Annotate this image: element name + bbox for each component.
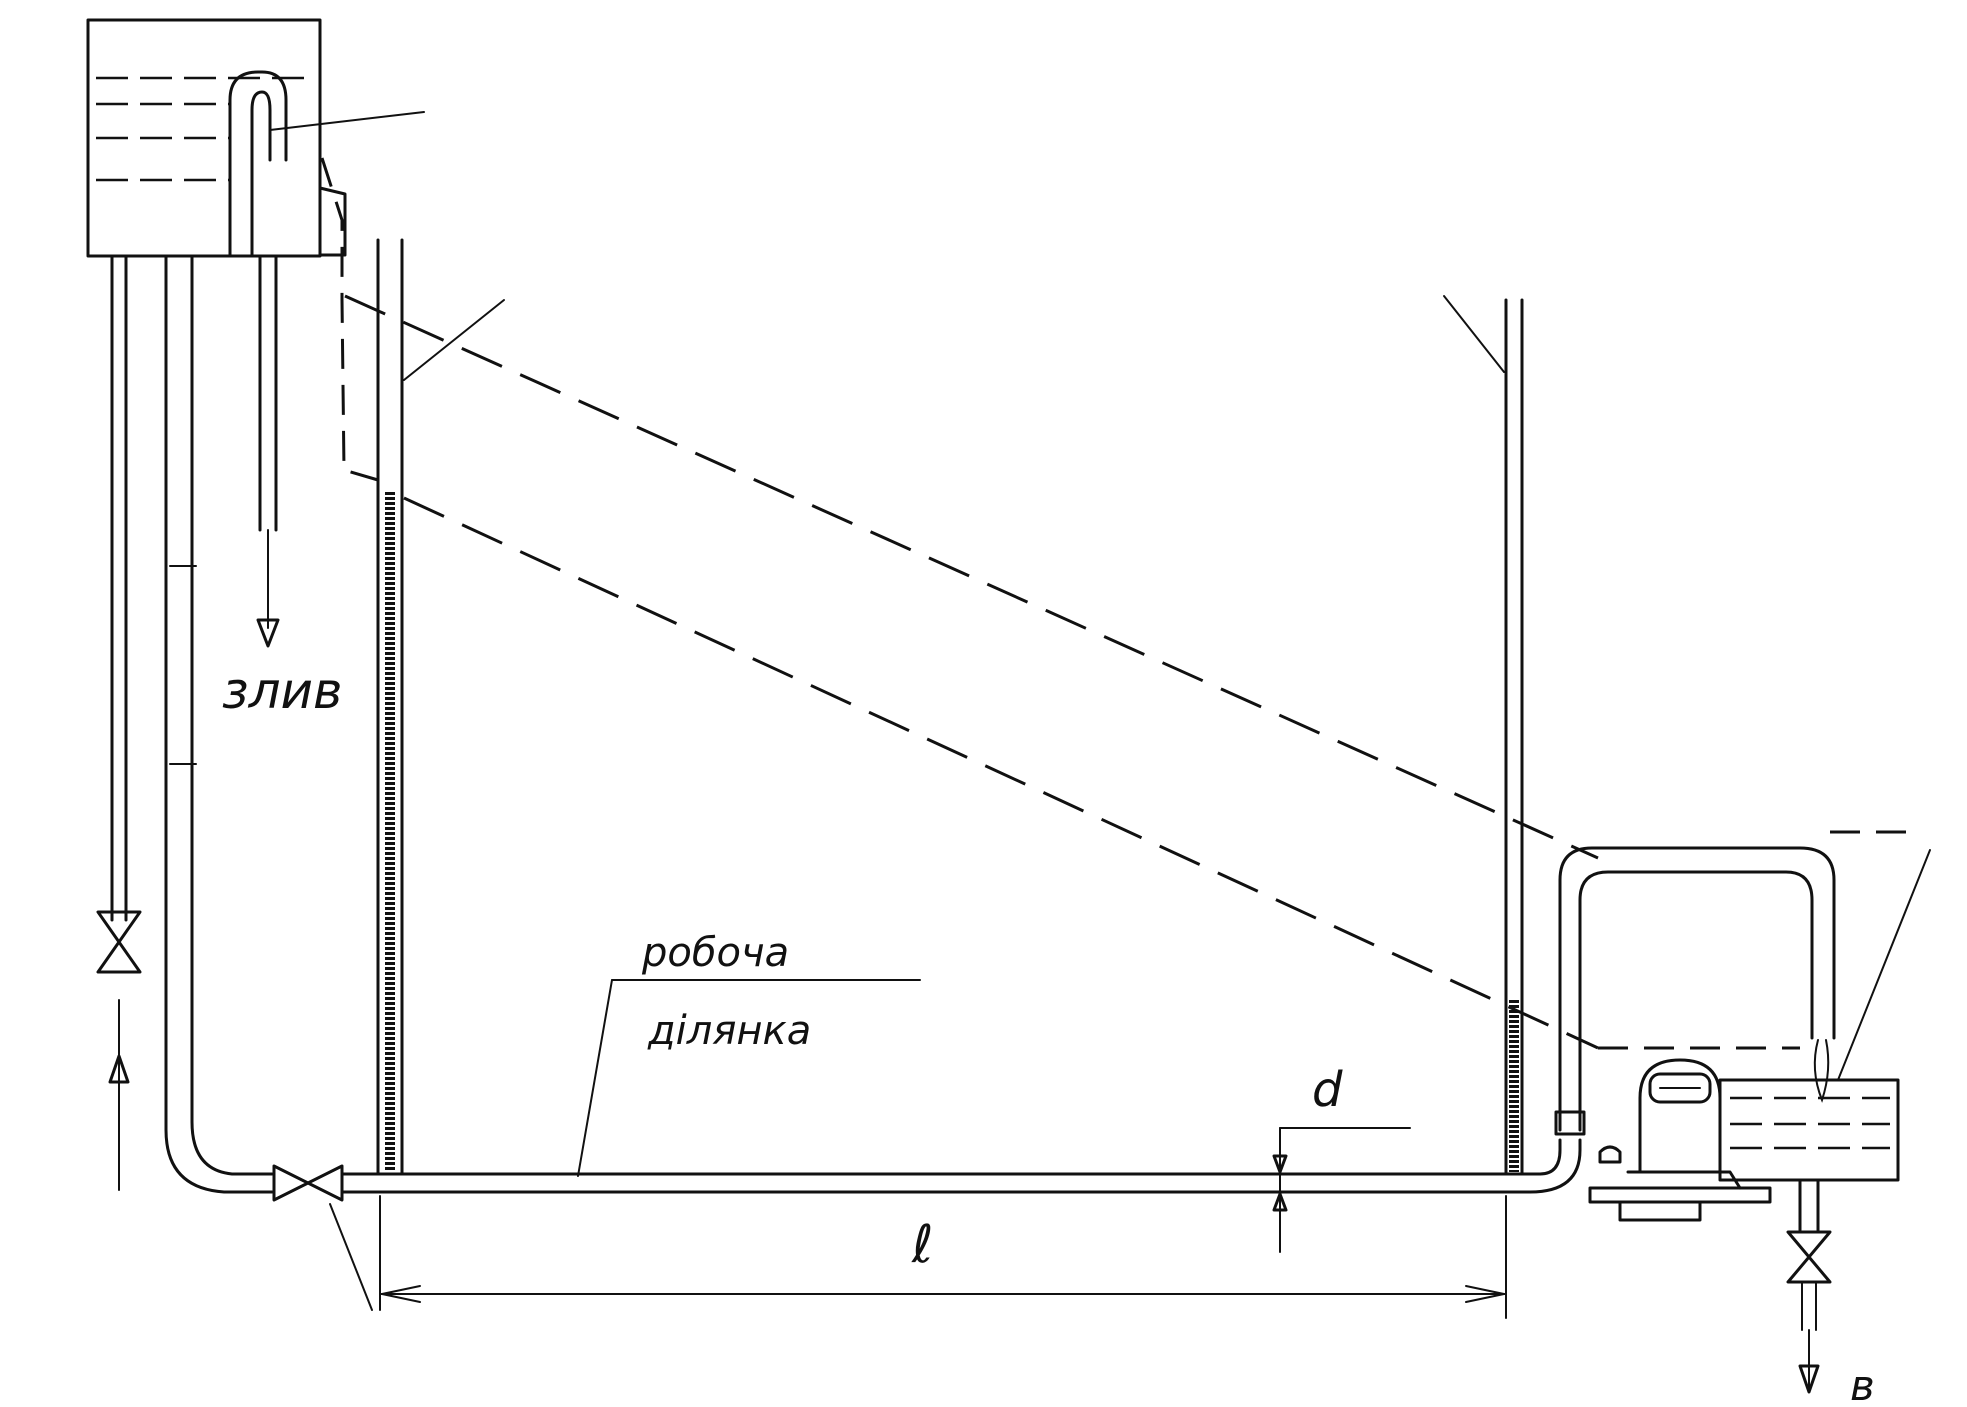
energy-line-upper: [320, 157, 1910, 860]
drain-label: злив: [222, 662, 343, 720]
feed-pipe: [164, 254, 274, 1194]
diameter-label: d: [1312, 1062, 1343, 1118]
drain-pipe: [256, 254, 280, 648]
diameter-dimension: d: [1272, 1062, 1411, 1253]
supply-pipe: [108, 254, 130, 1191]
piezometer-left: [376, 238, 505, 1176]
working-section-label-line1: робоча: [641, 930, 789, 976]
overflow-pipe: [228, 70, 288, 257]
inlet-valve: [272, 1164, 373, 1311]
weighing-scale: [1588, 1058, 1772, 1222]
working-section-label: робоча ділянка: [577, 930, 921, 1177]
tank-leader-line: [269, 111, 425, 131]
length-label: ℓ: [911, 1215, 933, 1275]
tank-outlet-connector: [318, 186, 347, 257]
siphon-outlet: [1554, 846, 1836, 1136]
measuring-tank: [1718, 849, 1931, 1232]
corner-label: в: [1850, 1361, 1875, 1403]
upper-tank: [86, 18, 322, 258]
piezometric-line: [403, 496, 1800, 1050]
length-dimension: ℓ: [379, 1195, 1507, 1319]
piezometer-right: [1443, 295, 1524, 1176]
outlet-valve: [1786, 1230, 1832, 1394]
working-pipe: [340, 1138, 1582, 1194]
working-section-label-line2: ділянка: [647, 1008, 811, 1054]
supply-valve: [96, 910, 142, 974]
